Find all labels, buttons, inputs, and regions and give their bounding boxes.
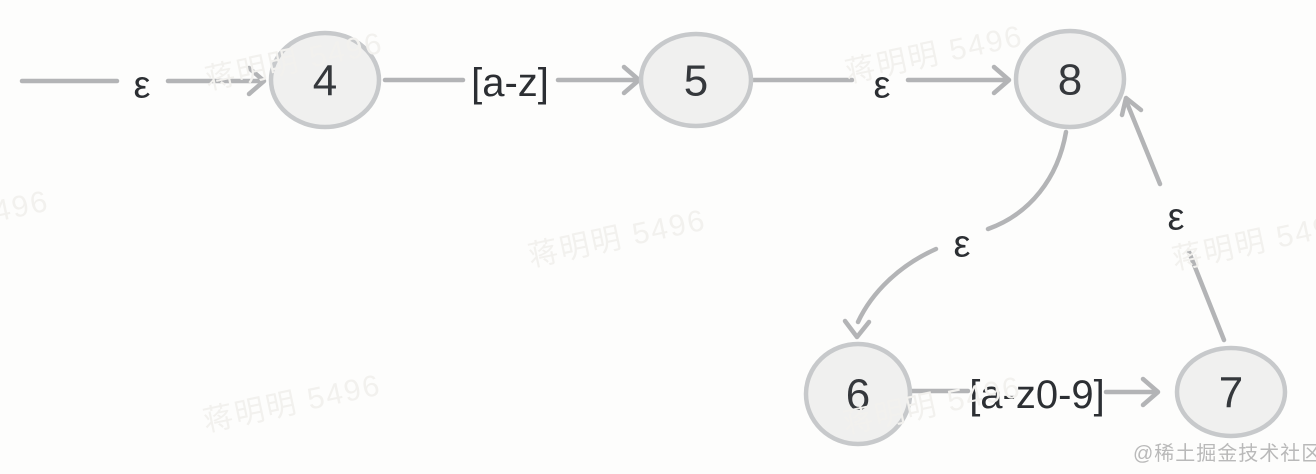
edge-7-to-8-shaft [1124, 100, 1163, 187]
edge-label-start-4: ε [134, 64, 151, 106]
arrowhead-icon [991, 64, 1012, 96]
edge-8-to-6-curve-upper [985, 129, 1069, 232]
state-node-5 [638, 31, 754, 129]
state-label-7: 7 [1219, 368, 1243, 417]
arrowhead-icon [246, 65, 267, 97]
edge-label-5-8: ε [874, 64, 891, 106]
edge-8-to-6-curve-lower [855, 246, 939, 325]
state-node-4 [268, 30, 382, 130]
state-node-8 [1013, 28, 1127, 130]
edge-label-7-8: ε [1168, 196, 1185, 238]
state-label-8: 8 [1058, 55, 1082, 104]
state-node-6 [803, 341, 913, 447]
state-label-6: 6 [846, 370, 870, 419]
arrowhead-icon [1140, 376, 1161, 408]
arrowhead-icon [1119, 95, 1144, 118]
arrowhead-icon [842, 318, 872, 340]
edge-label-4-5: [a-z] [471, 61, 549, 105]
edge-7-to-8-line-lower [1186, 249, 1227, 343]
edge-label-8-6: ε [954, 223, 971, 265]
juejin-site-credit: @稀土掘金技术社区 [1133, 443, 1316, 465]
state-label-5: 5 [684, 56, 708, 105]
state-label-4: 4 [313, 56, 337, 105]
edge-label-6-7: [a-z0-9] [969, 373, 1105, 417]
state-node-7 [1174, 345, 1288, 439]
